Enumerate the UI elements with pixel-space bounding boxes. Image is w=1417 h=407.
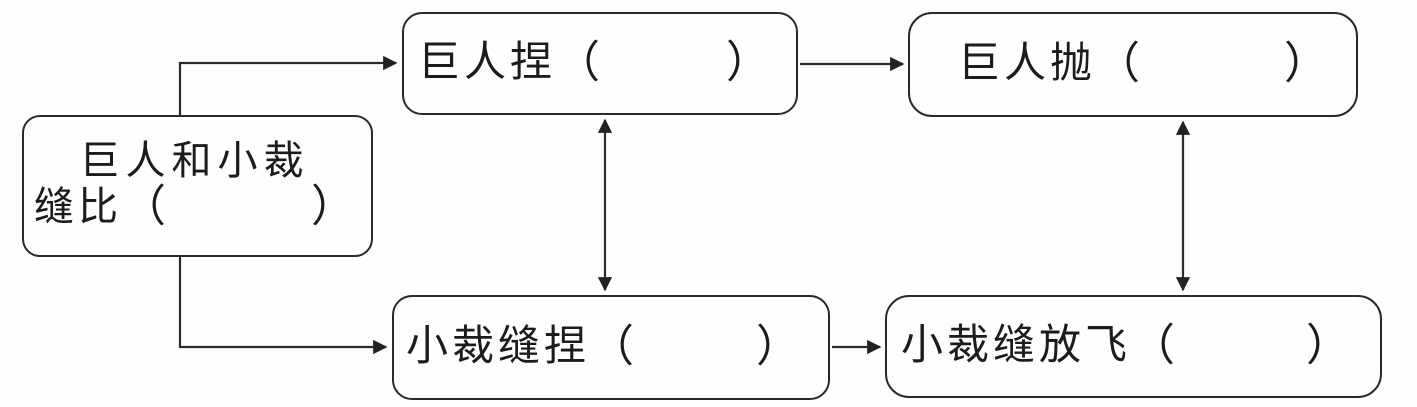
- node-giant-throw: 巨人抛 （ ）: [908, 12, 1358, 117]
- node-label: 小裁缝放飞: [901, 323, 1132, 370]
- paren-close: ）: [1284, 39, 1328, 89]
- node-label-line1: 巨人和小裁: [79, 137, 310, 183]
- node-label: 小裁缝捏: [406, 324, 591, 371]
- node-tailor-pinch: 小裁缝捏 （ ）: [392, 295, 830, 400]
- paren-close: ）: [726, 38, 770, 88]
- node-label: 巨人抛: [958, 41, 1097, 88]
- paren-open: （: [556, 38, 601, 88]
- paren-open: （: [122, 181, 166, 231]
- paren-close: ）: [756, 322, 800, 372]
- paren-open: （: [590, 322, 635, 372]
- node-label: 巨人捏: [418, 40, 557, 87]
- paren-close: ）: [1306, 321, 1350, 371]
- node-giant-tailor-compare: 巨人和小裁 缝比 （ ）: [22, 115, 373, 257]
- node-giant-pinch: 巨人捏 （ ）: [402, 12, 798, 115]
- connector-compare-to-tailor-pinch: [178, 256, 388, 355]
- node-label-line2: 缝比 （ ）: [34, 181, 355, 231]
- node-label: 缝比: [34, 183, 122, 229]
- paren-close: ）: [311, 181, 355, 231]
- node-tailor-release: 小裁缝放飞 （ ）: [885, 295, 1382, 398]
- connector-compare-to-giant-pinch: [178, 55, 398, 116]
- paren-open: （: [1096, 39, 1141, 89]
- paren-open: （: [1131, 321, 1176, 371]
